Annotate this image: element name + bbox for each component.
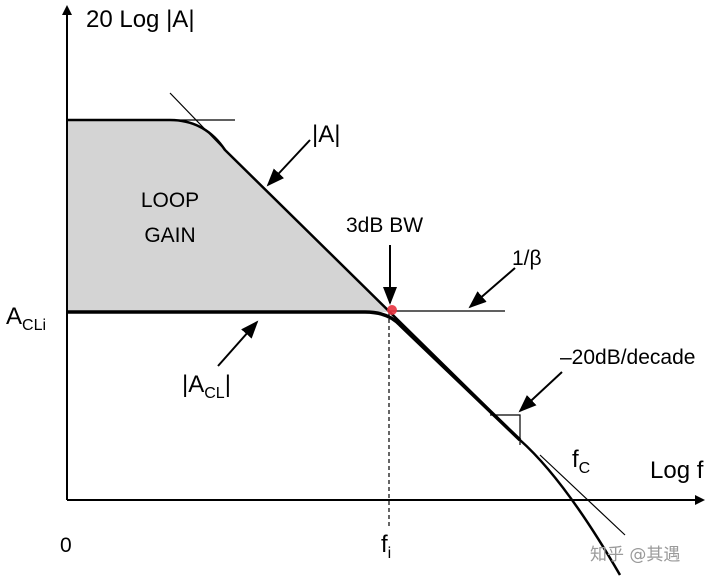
bandwidth-label: 3dB BW [346,214,423,237]
slope-triangle [490,414,521,445]
feedback-label: 1/β [512,247,542,270]
acl-level-main: A [6,303,22,330]
second-pole-tangent-line [539,454,626,536]
fc-main: f [572,446,579,473]
closed-loop-suffix: | [225,371,231,398]
bandwidth-intersection-marker [387,305,397,315]
feedback-callout-arrow [468,267,516,309]
open-loop-slope-asymptote [169,92,226,151]
fi-sub: i [388,545,392,562]
fc-sub: C [579,460,591,477]
open-loop-callout-arrow [266,139,311,187]
slope-label: –20dB/decade [560,346,695,369]
open-loop-gain-curve [67,118,622,576]
closed-loop-callout-arrow [217,320,259,367]
closed-loop-label: |ACL| [182,371,231,402]
x-axis-label: Log f [650,457,704,484]
closed-loop-prefix: |A [182,371,204,398]
loop-gain-region [67,120,390,312]
y-axis-label: 20 Log |A| [86,6,195,33]
origin-label: 0 [60,534,72,557]
loop-gain-label-line2: GAIN [144,224,195,247]
acl-level-label: ACLi [6,303,46,334]
watermark: 知乎 @其遇 [590,545,680,565]
acl-level-sub: CLi [22,317,46,334]
fi-label: fi [381,531,391,562]
fc-label: fC [572,446,590,477]
closed-loop-gain-curve [67,310,522,442]
slope-callout-arrow [518,371,563,413]
loop-gain-label-line1: LOOP [141,189,199,212]
fi-main: f [381,531,388,558]
closed-loop-sub: CL [204,385,225,402]
open-loop-label: |A| [312,121,340,148]
